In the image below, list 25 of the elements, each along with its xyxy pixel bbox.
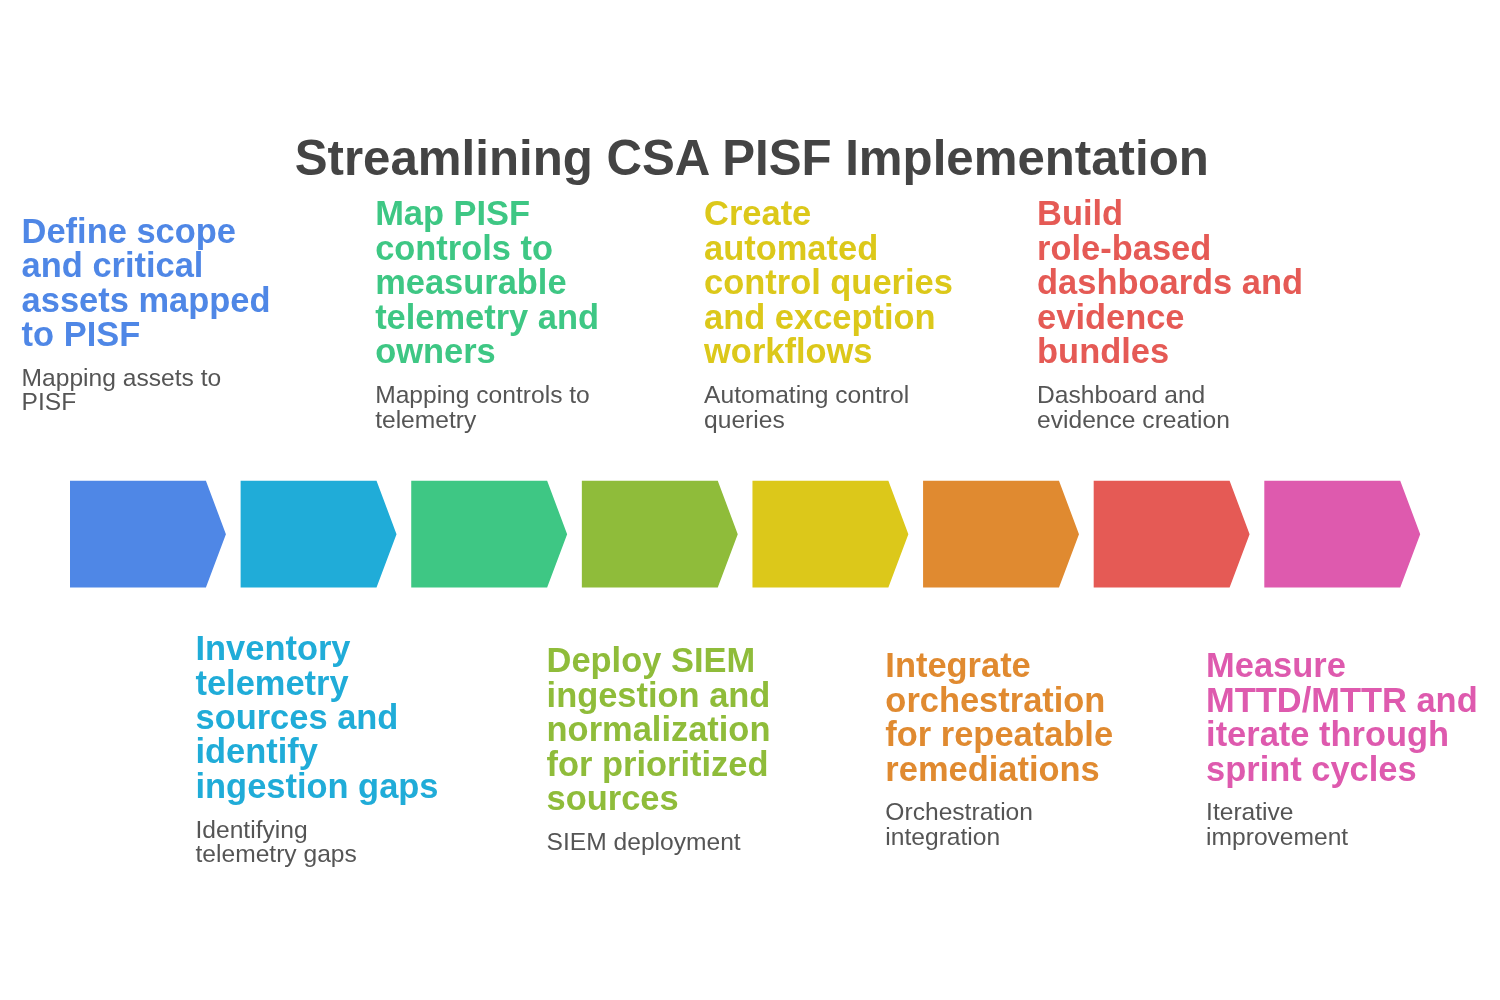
- node-chevron: [1264, 480, 1421, 587]
- node-label: SIEM deployment: [546, 827, 741, 855]
- node-chevron: [70, 480, 226, 587]
- node-label: Orchestration integration: [885, 797, 1033, 850]
- node-label: Measure MTTD/MTTR and iterate through sprint cycles: [1206, 645, 1478, 788]
- node-label: Deploy SIEM ingestion and normalization for prioritized sources: [546, 640, 771, 817]
- node-label: Iterative improvement: [1206, 797, 1349, 850]
- node-label: Build role-based dashboards and evidence bundles: [1037, 193, 1304, 370]
- node-chevron: [411, 480, 568, 587]
- node-label: Mapping assets to PISF: [21, 363, 222, 415]
- node-label: Map PISF controls to measurable telemetry and owners: [375, 193, 600, 370]
- node-chevron: [240, 480, 397, 587]
- node-label: Integrate orchestration for repeatable remediations: [885, 645, 1114, 788]
- node-label: Define scope and critical assets mapped to PISF: [21, 211, 271, 353]
- node-label: Dashboard and evidence creation: [1037, 380, 1230, 432]
- node-chevron: [581, 480, 738, 587]
- node-label: Identifying telemetry gaps: [195, 815, 357, 867]
- node-label: Create automated control queries and exception workflows: [704, 193, 953, 370]
- node-chevron: [752, 480, 909, 587]
- node-chevron: [923, 480, 1079, 587]
- node-chevron: [1093, 480, 1250, 587]
- node-label: Automating control queries: [704, 380, 910, 432]
- node-label: Inventory telemetry sources and identify ingestion gaps: [195, 628, 439, 805]
- node-label: Mapping controls to telemetry: [375, 380, 590, 432]
- diagram-title: Streamlining CSA PISF Implementation: [294, 129, 1209, 185]
